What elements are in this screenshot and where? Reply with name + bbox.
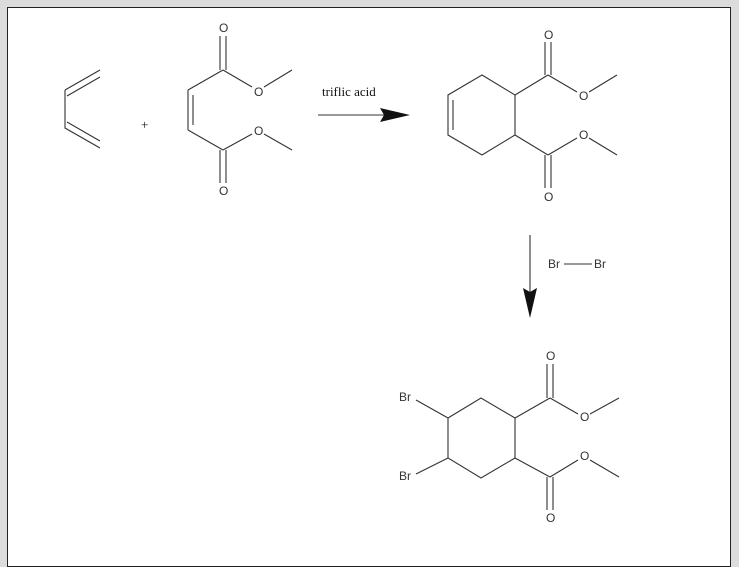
atom-o: O bbox=[544, 28, 553, 42]
reaction-arrow-down bbox=[523, 235, 537, 318]
atom-br: Br bbox=[548, 257, 560, 271]
atom-o: O bbox=[580, 410, 589, 424]
atom-o: O bbox=[254, 124, 263, 138]
reaction-scheme: + O O O O triflic acid O O O O Br Br Br … bbox=[64, 21, 620, 525]
atom-o: O bbox=[219, 184, 228, 198]
atom-br: Br bbox=[399, 469, 411, 483]
atom-br: Br bbox=[594, 257, 606, 271]
reagent-label: triflic acid bbox=[322, 84, 376, 99]
atom-o: O bbox=[546, 349, 555, 363]
butadiene-molecule bbox=[64, 69, 101, 149]
drawing-canvas bbox=[7, 7, 731, 567]
atom-br: Br bbox=[399, 390, 411, 404]
dimethyl-maleate-molecule: O O O O bbox=[187, 21, 293, 198]
atom-o: O bbox=[544, 190, 553, 204]
plus-sign: + bbox=[141, 117, 148, 132]
atom-o: O bbox=[254, 85, 263, 99]
atom-o: O bbox=[580, 449, 589, 463]
atom-o: O bbox=[579, 89, 588, 103]
cyclohexene-diester-molecule: O O O O bbox=[447, 28, 618, 204]
atom-o: O bbox=[219, 21, 228, 35]
atom-o: O bbox=[579, 128, 588, 142]
atom-o: O bbox=[546, 511, 555, 525]
reaction-arrow bbox=[318, 108, 410, 122]
dibromocyclohexane-diester-molecule: Br Br O O O O bbox=[399, 349, 620, 525]
bromine-reagent: Br Br bbox=[548, 257, 606, 271]
